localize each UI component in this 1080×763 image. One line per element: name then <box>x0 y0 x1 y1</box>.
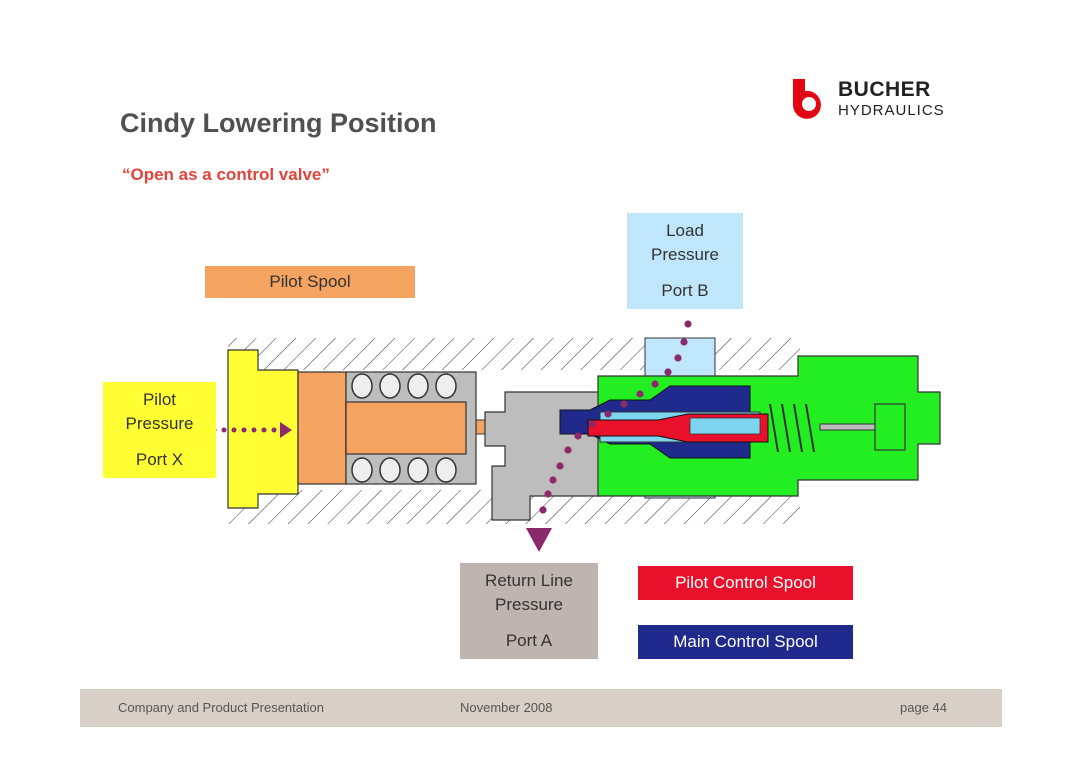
logo-text-bucher: BUCHER <box>838 78 931 101</box>
footer-bar <box>80 689 1002 727</box>
load-line-3: Port B <box>661 281 709 300</box>
pilot-control-spool <box>587 413 769 443</box>
main-control-spool-text: Main Control Spool <box>673 632 818 651</box>
pilot-control-spool-text: Pilot Control Spool <box>675 573 816 592</box>
logo-text-hydraulics: HYDRAULICS <box>838 102 945 119</box>
footer-left-text: Company and Product Presentation <box>118 700 324 715</box>
footer-date: November 2008 <box>460 700 553 715</box>
pilot-pressure-arrow <box>211 422 292 438</box>
housing-bottom-hatch <box>228 490 800 524</box>
slide-title: Cindy Lowering Position <box>120 108 437 138</box>
housing-top-hatch <box>228 338 800 370</box>
adjuster-cap <box>874 403 906 451</box>
pilot-pressure-label: Pilot Pressure Port X <box>103 382 216 478</box>
load-pressure-label: Load Pressure Port B <box>627 213 743 309</box>
pilot-line-2: Pressure <box>125 414 194 433</box>
pilot-spool <box>297 371 347 485</box>
pilot-spool-stem <box>345 401 467 455</box>
green-housing <box>597 355 941 497</box>
flow-path-return <box>539 432 582 514</box>
return-channel <box>484 391 601 521</box>
load-line-1: Load <box>666 221 704 240</box>
main-control-spool-legend: Main Control Spool <box>638 625 853 659</box>
pilot-spool-label: Pilot Spool <box>205 266 415 298</box>
return-pressure-label: Return Line Pressure Port A <box>460 563 598 659</box>
return-line-3: Port A <box>505 631 553 650</box>
bucher-logo-icon <box>792 79 821 119</box>
pilot-spool-rod <box>465 419 587 435</box>
load-line-2: Pressure <box>650 245 720 264</box>
pilot-spring <box>351 373 457 483</box>
main-spool-inner <box>599 411 761 443</box>
pilot-line-3: Port X <box>135 450 184 469</box>
pilot-chamber <box>227 349 299 509</box>
flow-path-load <box>588 320 692 428</box>
return-arrow-icon <box>526 528 552 552</box>
footer-page-number: page 44 <box>900 700 947 715</box>
load-port <box>644 337 716 379</box>
pilot-line-1: Pilot <box>142 390 177 409</box>
load-port-bottom <box>644 475 716 499</box>
slide-subtitle: “Open as a control valve” <box>122 165 330 184</box>
adjuster-rod <box>819 423 876 431</box>
return-line-2: Pressure <box>494 595 564 614</box>
spring-chamber <box>345 371 477 485</box>
pilot-spool-text: Pilot Spool <box>269 272 351 291</box>
return-line-1: Return Line <box>485 571 573 590</box>
main-control-spool <box>559 385 751 459</box>
pilot-control-spool-legend: Pilot Control Spool <box>638 566 853 600</box>
main-spring <box>769 403 815 453</box>
